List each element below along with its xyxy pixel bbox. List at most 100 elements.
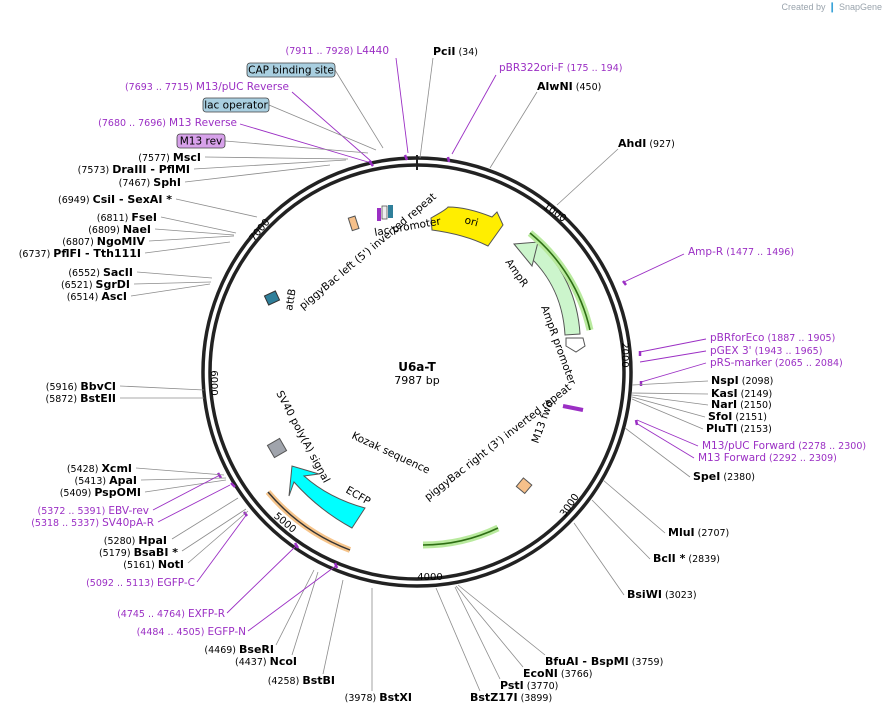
site-position: (3770) bbox=[524, 681, 559, 692]
site-name: NarI bbox=[711, 398, 737, 411]
site-position: (6949) bbox=[58, 195, 93, 206]
primer-labels: (7911 .. 7928) L4440 pBR322ori-F (175 .. … bbox=[31, 45, 866, 638]
site-label[interactable]: (5413) ApaI bbox=[74, 474, 137, 487]
site-label[interactable]: BclI * (2839) bbox=[653, 552, 720, 565]
site-label[interactable]: (5872) BstEII bbox=[46, 392, 117, 405]
site-name: SphI bbox=[153, 176, 181, 189]
primer-position: (7680 .. 7696) bbox=[98, 118, 169, 129]
site-label[interactable]: (6807) NgoMIV bbox=[62, 235, 145, 248]
site-label[interactable]: (4437) NcoI bbox=[235, 655, 297, 668]
site-name: BfuAI - BspMI bbox=[545, 655, 629, 668]
site-label[interactable]: SfoI (2151) bbox=[708, 410, 767, 423]
site-name: FseI bbox=[131, 211, 157, 224]
site-label[interactable]: (7467) SphI bbox=[119, 176, 181, 189]
primer-leader-line bbox=[226, 544, 298, 614]
site-label[interactable]: (6809) NaeI bbox=[88, 223, 151, 236]
site-label[interactable]: (6949) CsiI - SexAI * bbox=[58, 193, 172, 206]
site-name: AlwNI bbox=[537, 80, 573, 93]
site-label[interactable]: (6811) FseI bbox=[97, 211, 157, 224]
site-label[interactable]: (6552) SacII bbox=[68, 266, 133, 279]
site-label[interactable]: (5179) BsaBI * bbox=[99, 546, 178, 559]
site-name: AhdI bbox=[618, 137, 646, 150]
site-label[interactable]: (4258) BstBI bbox=[268, 674, 335, 687]
site-label[interactable]: (6514) AscI bbox=[67, 290, 127, 303]
primer-label[interactable]: pRS-marker (2065 .. 2084) bbox=[710, 357, 843, 369]
primer-label[interactable]: pGEX 3' (1943 .. 1965) bbox=[710, 345, 822, 357]
primer-label[interactable]: (5092 .. 5113) EGFP-C bbox=[86, 577, 195, 589]
site-label[interactable]: PciI (34) bbox=[433, 45, 478, 58]
primer-label[interactable]: (7693 .. 7715) M13/pUC Reverse bbox=[125, 81, 289, 93]
site-label[interactable]: BsiWI (3023) bbox=[627, 588, 697, 601]
site-position: (5161) bbox=[123, 560, 158, 571]
site-label[interactable]: KasI (2149) bbox=[711, 387, 772, 400]
primer-label[interactable]: pBRforEco (1887 .. 1905) bbox=[710, 332, 835, 344]
feature-box[interactable] bbox=[202, 97, 270, 113]
tick-label: 6000 bbox=[208, 370, 219, 395]
site-position: (5179) bbox=[99, 548, 134, 559]
primer-name: EGFP-C bbox=[157, 577, 195, 589]
snapgene-logo-icon: ❙ bbox=[828, 2, 837, 13]
primer-label[interactable]: M13 Forward (2292 .. 2309) bbox=[698, 452, 837, 464]
site-label[interactable]: AhdI (927) bbox=[618, 137, 675, 150]
site-position: (3978) bbox=[345, 693, 380, 704]
primer-label[interactable]: (4745 .. 4764) EXFP-R bbox=[117, 608, 225, 620]
pbac-right-line bbox=[422, 527, 499, 546]
site-name: NspI bbox=[711, 374, 739, 387]
site-name: AscI bbox=[101, 290, 127, 303]
site-label[interactable]: AlwNI (450) bbox=[537, 80, 601, 93]
site-label[interactable]: (5409) PspOMI bbox=[60, 486, 141, 499]
primer-label[interactable]: (4484 .. 4505) EGFP-N bbox=[137, 626, 246, 638]
site-label[interactable]: PluTI (2153) bbox=[706, 422, 772, 435]
site-label[interactable]: (6737) PflFI - Tth111I bbox=[19, 247, 141, 260]
site-leader-line bbox=[489, 91, 538, 169]
primer-label[interactable]: (7911 .. 7928) L4440 bbox=[286, 45, 389, 57]
primer-leader-line bbox=[639, 350, 707, 363]
site-label[interactable]: (5161) NotI bbox=[123, 558, 184, 571]
feature-box[interactable] bbox=[176, 133, 226, 149]
site-label[interactable]: EcoNI (3766) bbox=[523, 667, 593, 680]
site-label[interactable]: BfuAI - BspMI (3759) bbox=[545, 655, 663, 668]
site-position: (4469) bbox=[204, 645, 239, 656]
primer-label[interactable]: Amp-R (1477 .. 1496) bbox=[688, 246, 794, 258]
primer-label[interactable]: (5372 .. 5391) EBV-rev bbox=[37, 505, 149, 517]
primer-leader-line bbox=[623, 253, 685, 283]
site-label[interactable]: (5428) XcmI bbox=[67, 462, 132, 475]
site-leader-line bbox=[193, 159, 347, 170]
site-leader-line bbox=[187, 510, 249, 564]
feature-box[interactable] bbox=[246, 62, 336, 78]
primer-position: (2278 .. 2300) bbox=[795, 441, 866, 452]
site-label[interactable]: (5916) BbvCI bbox=[46, 380, 116, 393]
site-leader-line bbox=[454, 586, 501, 680]
primer-position: (1943 .. 1965) bbox=[752, 346, 823, 357]
site-label[interactable]: MluI (2707) bbox=[668, 526, 729, 539]
site-leader-line bbox=[291, 571, 319, 656]
restriction-sites: PciI (34) AlwNI (450) AhdI (927) NspI (2098… bbox=[19, 45, 774, 704]
site-name: BstBI bbox=[302, 674, 335, 687]
primer-label[interactable]: (7680 .. 7696) M13 Reverse bbox=[98, 117, 237, 129]
site-position: (6514) bbox=[67, 292, 102, 303]
primer-label[interactable]: M13/pUC Forward (2278 .. 2300) bbox=[702, 440, 866, 452]
primer-label[interactable]: (5318 .. 5337) SV40pA-R bbox=[31, 517, 154, 529]
site-position: (6809) bbox=[88, 225, 123, 236]
primer-label[interactable]: pBR322ori-F (175 .. 194) bbox=[499, 62, 622, 74]
primer-leader-line bbox=[157, 484, 231, 523]
site-label[interactable]: NarI (2150) bbox=[711, 398, 772, 411]
site-label[interactable]: PstI (3770) bbox=[500, 679, 558, 692]
site-label[interactable]: (4469) BseRI bbox=[204, 643, 274, 656]
site-leader-line bbox=[631, 394, 709, 406]
site-label[interactable]: (3978) BstXI bbox=[345, 691, 412, 704]
primer-tick bbox=[622, 280, 627, 286]
primer-leader-line bbox=[152, 474, 221, 511]
site-label[interactable]: (6521) SgrDI bbox=[61, 278, 130, 291]
site-label[interactable]: SpeI (2380) bbox=[693, 470, 755, 483]
site-label[interactable]: (5280) HpaI bbox=[104, 534, 167, 547]
site-position: (34) bbox=[455, 47, 478, 58]
site-leader-line bbox=[624, 427, 691, 478]
site-label[interactable]: NspI (2098) bbox=[711, 374, 773, 387]
site-label[interactable]: (7577) MscI bbox=[138, 151, 201, 164]
site-label[interactable]: (7573) DraIII - PflMI bbox=[78, 163, 190, 176]
site-label[interactable]: BstZ17I (3899) bbox=[470, 691, 552, 704]
primer-tick bbox=[446, 156, 451, 163]
